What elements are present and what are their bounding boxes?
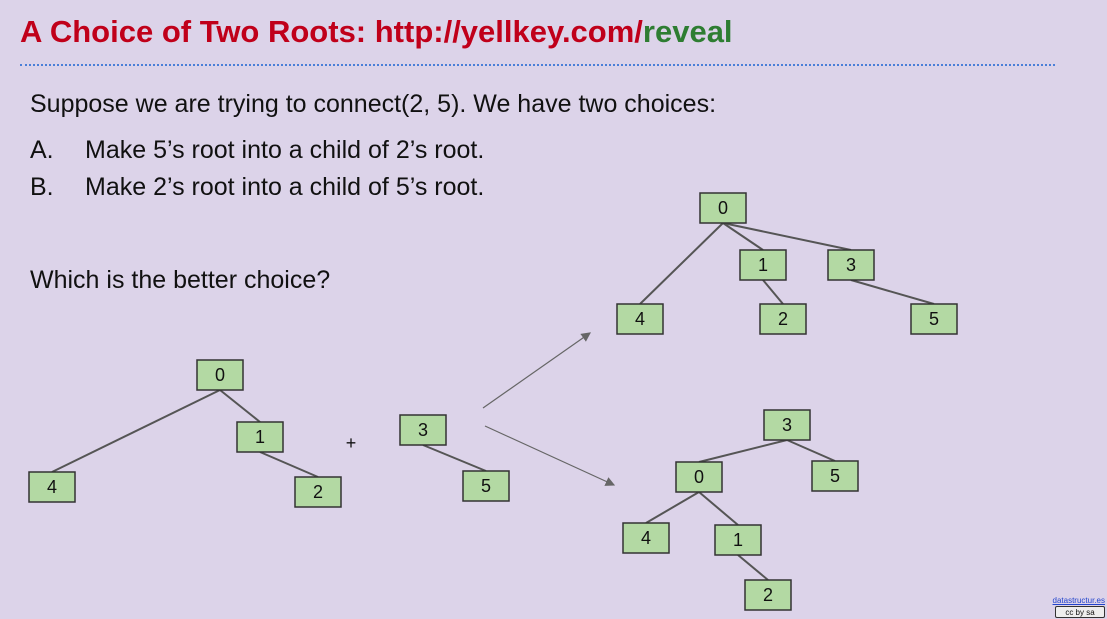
tree-edge-l0-l1 — [219, 389, 261, 423]
tree-node-b0: 0 — [675, 461, 723, 493]
tree-node-l0: 0 — [196, 359, 244, 391]
tree-node-m3: 3 — [399, 414, 447, 446]
tree-edge-b1-b2 — [737, 554, 769, 581]
tree-node-label: 1 — [733, 530, 743, 550]
tree-node-b2: 2 — [744, 579, 792, 611]
option-b: B. Make 2’s root into a child of 5’s root… — [30, 173, 484, 202]
tree-node-a0: 0 — [699, 192, 747, 224]
tree-edge-b3-b5 — [786, 439, 836, 462]
tree-node-label: 3 — [782, 415, 792, 435]
tree-node-box — [744, 579, 792, 611]
tree-node-b3: 3 — [763, 409, 811, 441]
tree-node-box — [910, 303, 958, 335]
tree-edge-a1-a2 — [762, 279, 784, 305]
tree-node-l4: 4 — [28, 471, 76, 503]
tree-node-box — [675, 461, 723, 493]
tree-node-a2: 2 — [759, 303, 807, 335]
tree-node-box — [622, 522, 670, 554]
option-a-text: Make 5’s root into a child of 2’s root. — [85, 136, 485, 164]
tree-node-box — [714, 524, 762, 556]
tree-edge-a3-a5 — [850, 279, 935, 305]
tree-node-m5: 5 — [462, 470, 510, 502]
tree-node-box — [294, 476, 342, 508]
tree-edge-a0-a4 — [639, 222, 724, 305]
tree-edge-b3-b0 — [698, 439, 788, 463]
title-divider — [20, 64, 1055, 66]
slide-title: A Choice of Two Roots: http://yellkey.co… — [20, 14, 733, 50]
tree-node-l2: 2 — [294, 476, 342, 508]
tree-node-box — [399, 414, 447, 446]
title-main: A Choice of Two Roots: http://yellkey.co… — [20, 14, 643, 49]
tree-node-box — [699, 192, 747, 224]
tree-node-label: 1 — [758, 255, 768, 275]
tree-node-label: 2 — [313, 482, 323, 502]
tree-node-label: 4 — [47, 477, 57, 497]
tree-node-l1: 1 — [236, 421, 284, 453]
arrow-to-option-b — [484, 425, 616, 486]
tree-node-label: 5 — [929, 309, 939, 329]
tree-node-b4: 4 — [622, 522, 670, 554]
tree-node-b5: 5 — [811, 460, 859, 492]
tree-node-box — [811, 460, 859, 492]
tree-edge-b0-b4 — [645, 491, 700, 524]
option-b-letter: B. — [30, 173, 54, 201]
tree-node-box — [763, 409, 811, 441]
option-a: A. Make 5’s root into a child of 2’s root… — [30, 136, 484, 165]
tree-edge-b0-b1 — [698, 491, 739, 526]
tree-node-box — [236, 421, 284, 453]
tree-node-label: 4 — [635, 309, 645, 329]
question-text: Which is the better choice? — [30, 266, 331, 294]
arrow-to-option-a — [482, 332, 591, 409]
tree-node-a5: 5 — [910, 303, 958, 335]
footer-link[interactable]: datastructur.es — [1052, 596, 1105, 605]
tree-node-box — [759, 303, 807, 335]
tree-edge-m3-m5 — [422, 444, 487, 472]
tree-node-box — [739, 249, 787, 281]
option-b-text: Make 2’s root into a child of 5’s root. — [85, 173, 485, 201]
tree-node-box — [28, 471, 76, 503]
tree-node-label: 0 — [718, 198, 728, 218]
tree-edge-a0-a1 — [722, 222, 764, 251]
tree-node-a3: 3 — [827, 249, 875, 281]
tree-node-label: 0 — [215, 365, 225, 385]
tree-node-label: 2 — [763, 585, 773, 605]
tree-node-label: 5 — [830, 466, 840, 486]
tree-node-label: 5 — [481, 476, 491, 496]
tree-node-a1: 1 — [739, 249, 787, 281]
tree-node-label: 2 — [778, 309, 788, 329]
tree-node-box — [616, 303, 664, 335]
intro-text: Suppose we are trying to connect(2, 5). … — [30, 90, 717, 118]
tree-node-a4: 4 — [616, 303, 664, 335]
plus-sign: + — [346, 433, 357, 453]
title-suffix: reveal — [642, 14, 733, 49]
tree-edge-l1-l2 — [259, 451, 319, 478]
tree-node-label: 1 — [255, 427, 265, 447]
tree-node-box — [462, 470, 510, 502]
option-a-letter: A. — [30, 136, 54, 164]
tree-node-b1: 1 — [714, 524, 762, 556]
tree-node-box — [196, 359, 244, 391]
tree-edge-a0-a3 — [722, 222, 852, 251]
tree-node-label: 0 — [694, 467, 704, 487]
license-badge: cc by sa — [1055, 606, 1105, 618]
tree-edge-l0-l4 — [51, 389, 221, 473]
tree-node-box — [827, 249, 875, 281]
tree-node-label: 4 — [641, 528, 651, 548]
tree-node-label: 3 — [418, 420, 428, 440]
tree-node-label: 3 — [846, 255, 856, 275]
